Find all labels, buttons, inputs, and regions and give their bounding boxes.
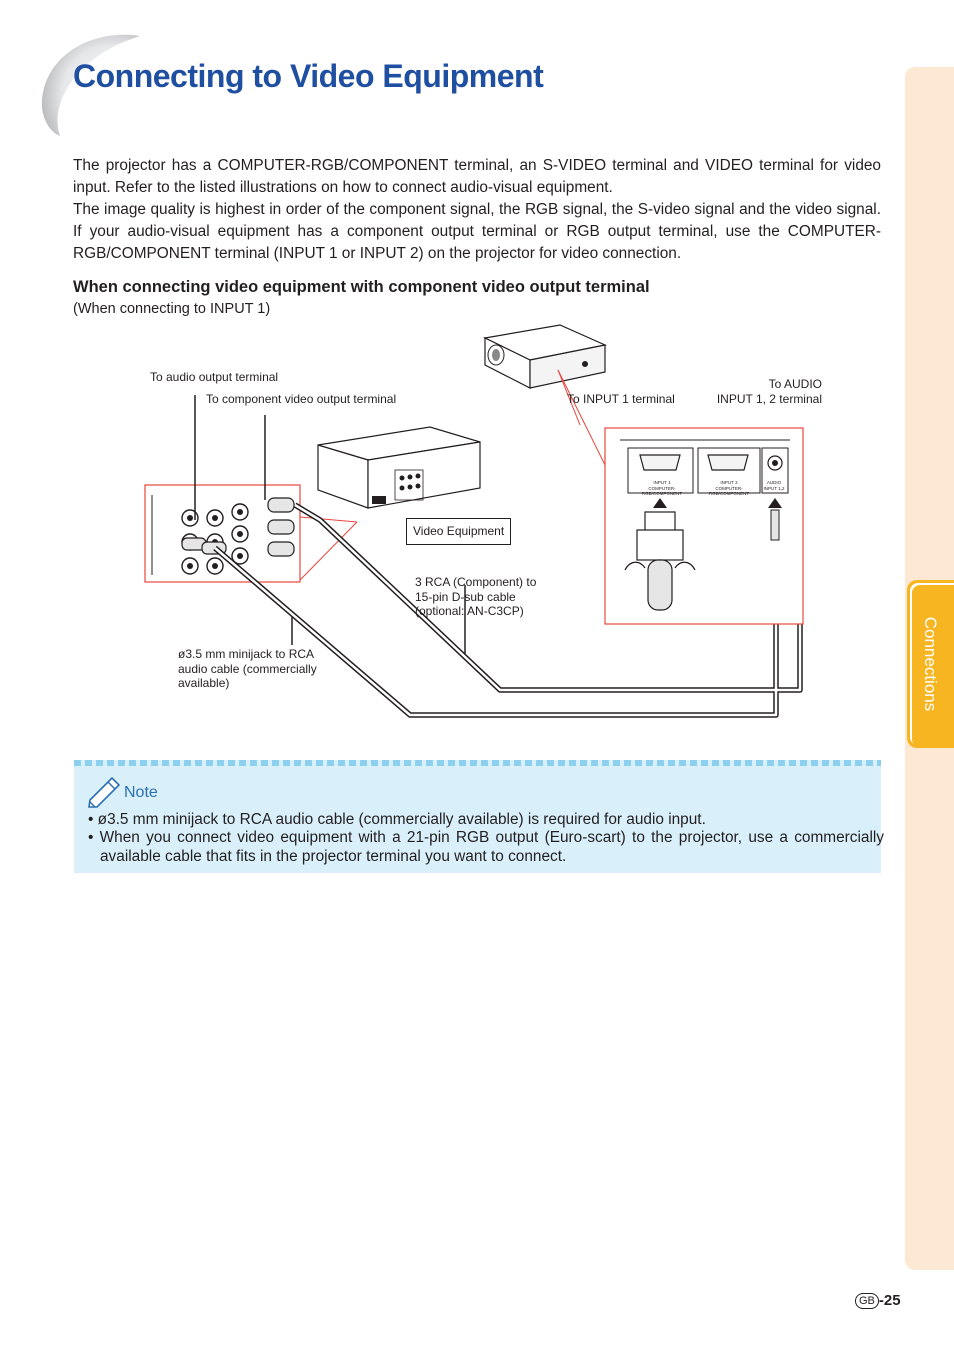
label-rca-cable: 3 RCA (Component) to 15-pin D-sub cable … xyxy=(415,575,536,619)
corner-swirl-decoration xyxy=(41,34,140,136)
label-audio-input: To AUDIO INPUT 1, 2 terminal xyxy=(711,377,822,406)
note-bullet-2: • When you connect video equipment with … xyxy=(88,829,884,865)
panel-input1-label: INPUT 1 COMPUTER-RGB/COMPONENT xyxy=(632,480,692,497)
label-component-output: To component video output terminal xyxy=(206,392,397,406)
label-minijack-cable-line2: audio cable (commercially xyxy=(178,661,317,676)
label-minijack-cable-line1: ø3.5 mm minijack to RCA xyxy=(178,647,315,661)
region-badge: GB xyxy=(855,1293,879,1309)
panel-input2-subtext: COMPUTER-RGB/COMPONENT xyxy=(708,485,750,497)
label-minijack-cable: ø3.5 mm minijack to RCA audio cable (com… xyxy=(178,647,317,691)
panel-audio-label: AUDIO INPUT 1,2 xyxy=(762,480,786,491)
page-number-text: -25 xyxy=(878,1292,901,1309)
section-subnote: (When connecting to INPUT 1) xyxy=(73,301,271,317)
label-rca-cable-line2: 15-pin D-sub cable xyxy=(415,589,516,604)
intro-paragraph-1: The projector has a COMPUTER-RGB/COMPONE… xyxy=(73,157,881,196)
label-audio-input-line2: INPUT 1, 2 terminal xyxy=(716,391,822,406)
page-title: Connecting to Video Equipment xyxy=(73,58,544,94)
side-tab-highlight xyxy=(910,583,954,745)
section-subheading: When connecting video equipment with com… xyxy=(73,278,650,296)
side-tab-label: Connections xyxy=(921,616,940,712)
side-tab-connections: Connections xyxy=(907,580,954,748)
projector-terminal-panel xyxy=(604,427,804,625)
video-equipment-rear-panel xyxy=(144,484,301,583)
label-audio-output: To audio output terminal xyxy=(150,370,279,384)
projector-illustration xyxy=(483,324,607,389)
panel-audio-text: AUDIO xyxy=(766,480,782,485)
note-box-border xyxy=(74,760,881,766)
connection-diagram xyxy=(144,324,804,718)
label-rca-cable-line3: (optional: AN-C3CP) xyxy=(415,604,524,618)
panel-input1-subtext: COMPUTER-RGB/COMPONENT xyxy=(641,485,683,497)
label-audio-input-line1: To AUDIO xyxy=(768,377,822,391)
intro-paragraph-2: The image quality is highest in order of… xyxy=(73,201,881,262)
panel-input1-text: INPUT 1 xyxy=(653,480,671,485)
pencil-icon xyxy=(88,776,121,808)
label-input1-terminal: To INPUT 1 terminal xyxy=(567,392,675,406)
note-bullet-1-text: ø3.5 mm minijack to RCA audio cable (com… xyxy=(97,811,706,828)
note-bullet-2-text: When you connect video equipment with a … xyxy=(99,829,884,865)
panel-input2-label: INPUT 2 COMPUTER-RGB/COMPONENT xyxy=(700,480,758,497)
note-box: Note • ø3.5 mm minijack to RCA audio cab… xyxy=(74,760,884,873)
video-equipment-illustration xyxy=(317,426,481,509)
label-video-equipment: Video Equipment xyxy=(406,518,512,545)
note-title: Note xyxy=(124,784,158,801)
note-bullet-1: • ø3.5 mm minijack to RCA audio cable (c… xyxy=(88,811,706,828)
panel-audio-subtext: INPUT 1,2 xyxy=(763,485,785,491)
panel-input2-text: INPUT 2 xyxy=(720,480,738,485)
label-rca-cable-line1: 3 RCA (Component) to xyxy=(415,575,537,589)
label-minijack-cable-line3: available) xyxy=(178,676,230,690)
page-number: GB-25 xyxy=(855,1292,901,1309)
